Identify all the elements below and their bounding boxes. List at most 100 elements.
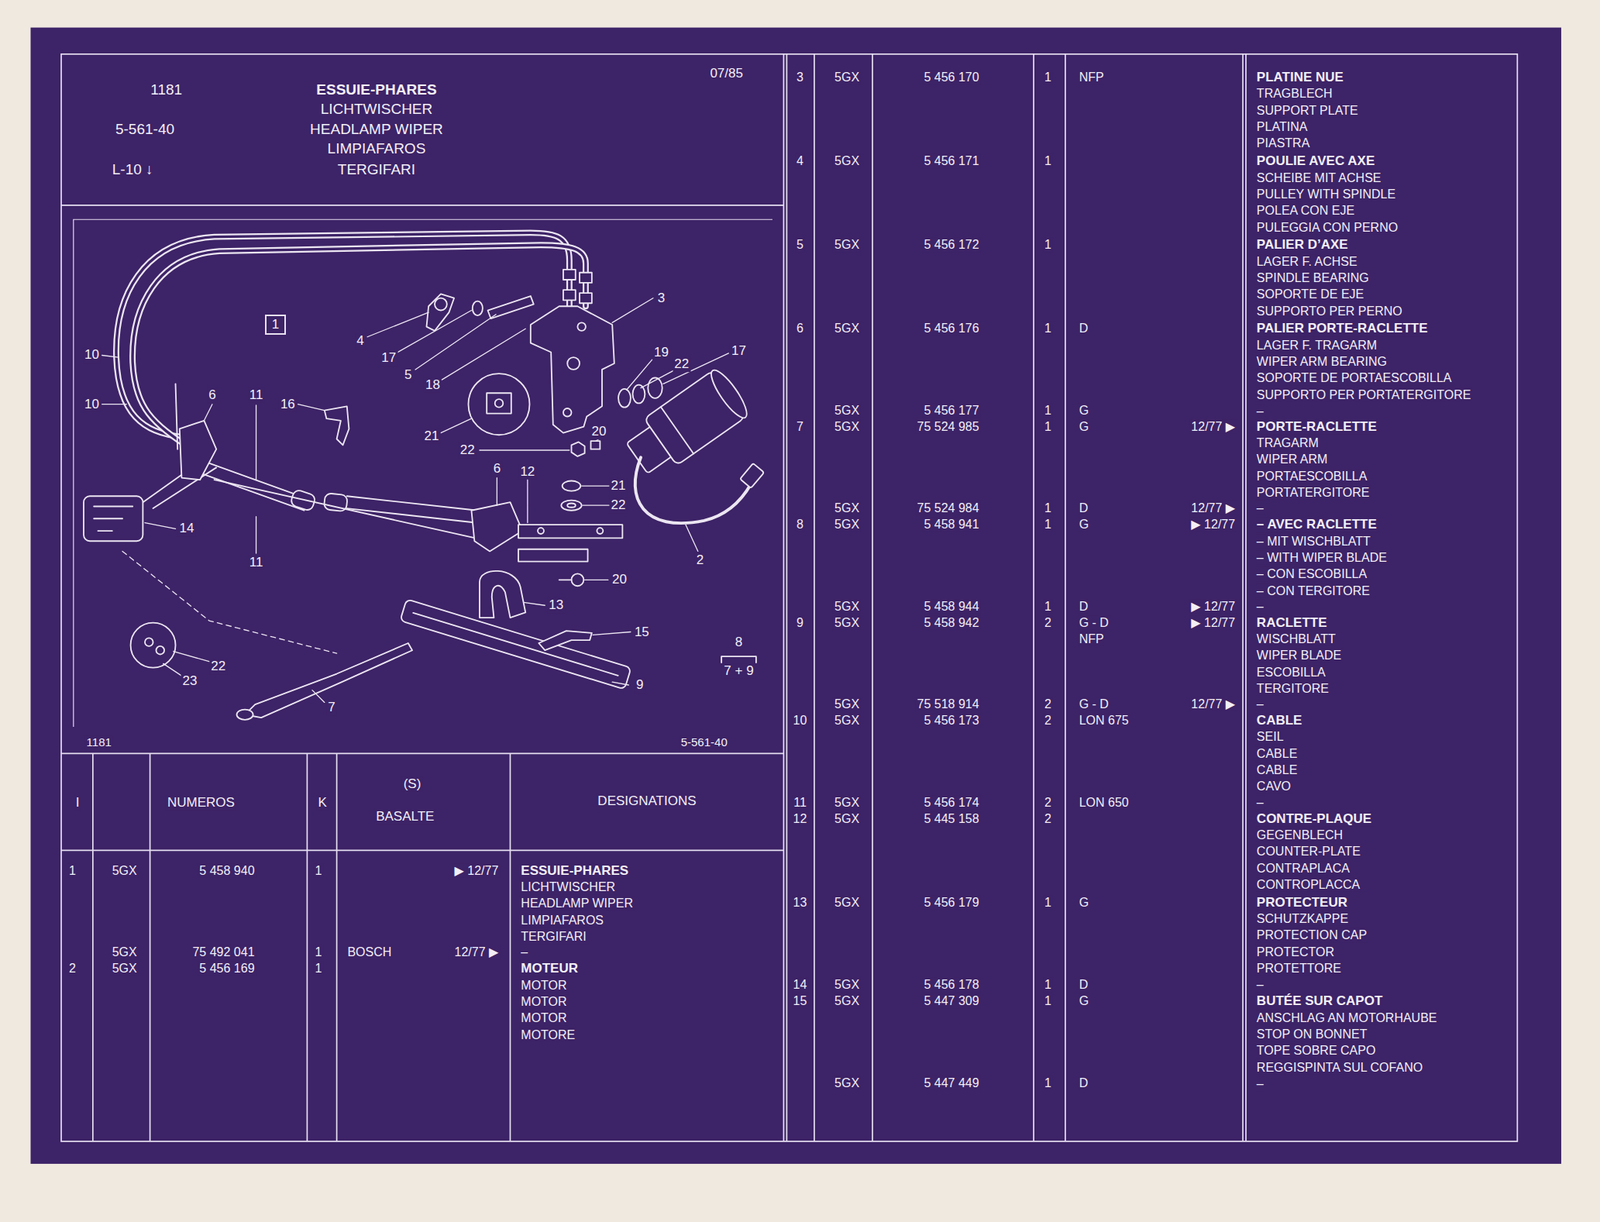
designation-heading: PROTECTEUR [1255, 894, 1349, 911]
row-rule [61, 752, 784, 754]
column-heading: BASALTE [374, 808, 436, 825]
table-cell: 1 [1042, 977, 1053, 992]
rod [175, 383, 179, 449]
plate-hole [577, 322, 586, 331]
bearing-plate [486, 392, 512, 413]
disc-hole [144, 637, 154, 647]
rod [214, 479, 480, 539]
callout-number: 6 [492, 461, 503, 477]
designation-text: SOPORTE DE EJE [1255, 287, 1366, 302]
table-cell: 1 [1042, 517, 1053, 532]
table-cell: 1 [313, 863, 324, 878]
designation-text: – MIT WISCHBLATT [1255, 533, 1373, 548]
sleeve [347, 495, 479, 523]
designation-text: PIASTRA [1255, 136, 1311, 151]
column-rule [1245, 54, 1247, 1142]
table-cell: 5 456 173 [922, 713, 981, 728]
table-cell: 6 [794, 321, 806, 336]
column-heading: DESIGNATIONS [595, 793, 698, 809]
table-cell: G [1077, 894, 1091, 909]
designation-heading: BUTÉE SUR CAPOT [1255, 994, 1384, 1010]
table-cell: 5GX [832, 419, 861, 434]
callout-number: 7 [326, 699, 337, 716]
table-cell: 12/77 ▶ [1189, 501, 1237, 516]
table-cell: 1 [1042, 598, 1053, 613]
designation-text: TOPE SOBRE CAPO [1255, 1043, 1378, 1058]
assembly-line [122, 550, 338, 654]
table-cell: 5GX [832, 994, 861, 1009]
table-cell: 13 [791, 894, 809, 909]
table-cell: ▶ 12/77 [453, 863, 501, 878]
cable-ferrule [563, 289, 576, 300]
protection-cap [479, 571, 526, 618]
washer [562, 481, 582, 492]
table-cell: 1 [1042, 70, 1053, 85]
callout-number: 6 [206, 387, 217, 403]
designation-text: – [1255, 794, 1266, 809]
column-rule [306, 753, 309, 1142]
designation-text: – [1255, 977, 1266, 992]
callout-number: 22 [609, 497, 628, 513]
column-rule [149, 753, 152, 1142]
table-cell: 5 458 944 [922, 598, 981, 613]
designation-text: – [519, 945, 530, 960]
table-cell: G [1077, 517, 1091, 532]
node-text: 07/85 [709, 65, 744, 82]
table-cell: BOSCH [345, 945, 393, 960]
support-plate [530, 306, 615, 433]
table-cell: 75 524 985 [915, 419, 981, 434]
nut [571, 441, 585, 456]
sheet-title: ESSUIE-PHARES [316, 81, 437, 99]
designation-text: CABLE [1255, 746, 1299, 761]
table-cell: 5 456 179 [922, 894, 981, 909]
table-cell: 5GX [110, 945, 139, 960]
designation-heading: RACLETTE [1255, 615, 1329, 631]
table-cell: 1 [1042, 1076, 1053, 1091]
callout-number: 2 [695, 553, 706, 569]
table-cell: 15 [791, 994, 809, 1009]
table-cell: 10 [791, 713, 809, 728]
table-cell: 5GX [832, 321, 861, 336]
designation-text: MOTOR [519, 977, 568, 992]
callout-number: 22 [458, 442, 477, 458]
pulley-bracket [426, 293, 455, 331]
screw-head [571, 573, 585, 586]
table-cell: 5GX [832, 811, 861, 826]
bearing-hole [495, 399, 504, 408]
designation-text: MOTOR [519, 994, 568, 1009]
table-cell: 5 445 158 [922, 811, 981, 826]
table-cell: 5GX [832, 1076, 861, 1091]
bonnet-stop [538, 630, 592, 651]
table-rules [61, 54, 1518, 1142]
table-cell: 1 [1042, 994, 1053, 1009]
callout-number: 17 [379, 350, 398, 367]
table-cell: 5 456 178 [922, 977, 981, 992]
designation-heading: PALIER D’AXE [1255, 237, 1350, 253]
designation-text: WIPER ARM [1255, 452, 1330, 467]
designation-text: PROTECTION CAP [1255, 928, 1369, 943]
callout-number: 7 + 9 [722, 663, 755, 679]
designation-text: HEADLAMP WIPER [519, 896, 635, 911]
designation-text: REGGISPINTA SUL COFANO [1255, 1060, 1425, 1075]
cable [116, 232, 570, 437]
table-cell: 5GX [832, 977, 861, 992]
designation-text: SPINDLE BEARING [1255, 271, 1371, 286]
designation-text: CABLE [1255, 763, 1299, 778]
table-cell: ▶ 12/77 [1189, 598, 1237, 613]
wiper-bearing [179, 420, 217, 480]
designation-text: PORTATERGITORE [1255, 485, 1372, 500]
table-cell: 4 [794, 154, 806, 169]
plate-hole [537, 527, 544, 534]
film-panel [30, 27, 1562, 1164]
washer [560, 500, 582, 511]
table-cell: 5GX [832, 154, 861, 169]
motor-end [705, 365, 753, 423]
table-cell: G [1077, 402, 1091, 417]
table-cell: 5GX [832, 501, 861, 516]
table-cell: 5 456 177 [922, 402, 981, 417]
table-cell: 5GX [832, 70, 861, 85]
designation-text: LIMPIAFAROS [519, 913, 606, 928]
column-rule [786, 54, 788, 1142]
table-cell: LON 675 [1077, 713, 1131, 728]
